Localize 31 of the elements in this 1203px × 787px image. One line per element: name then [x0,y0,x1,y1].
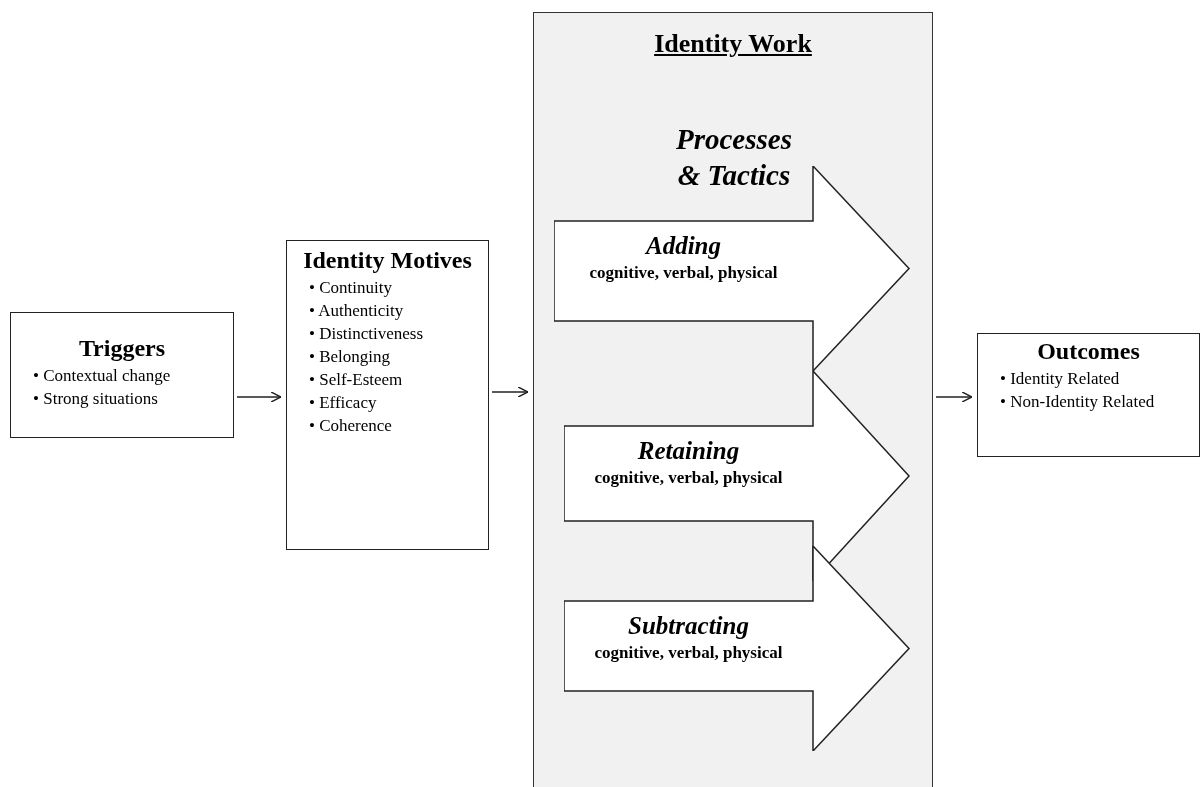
arrow [236,391,282,403]
bullet-item: • Contextual change [33,365,172,387]
process-box [286,240,489,550]
stage-panel [533,12,933,787]
arrow-subtext: cognitive, verbal, physical [588,262,779,284]
box-heading: Outcomes [1036,338,1141,365]
arrow [491,386,529,398]
chevron-box [554,166,911,371]
arrow-heading: Adding [643,231,722,261]
bullet-item: • Self-Esteem [309,369,404,391]
panel-subtitle: Processes & Tactics [675,122,793,193]
bullet-item: • Authenticity [309,300,405,322]
bullet-item: • Non-Identity Related [1000,391,1156,413]
process-box [10,312,234,438]
bullet-item: • Belonging [309,346,392,368]
arrow [935,391,973,403]
arrow-heading: Subtracting [627,611,750,641]
box-heading: Triggers [77,335,167,362]
bullet-item: • Coherence [309,415,393,437]
panel-title: Identity Work [653,29,813,59]
bullet-item: • Continuity [309,277,393,299]
arrow-heading: Retaining [636,436,741,466]
bullet-item: • Strong situations [33,388,159,410]
chevron-box [564,546,911,751]
bullet-item: • Identity Related [1000,368,1121,390]
bullet-item: • Distinctiveness [309,323,425,345]
box-heading: Identity Motives [302,247,473,274]
bullet-item: • Efficacy [309,392,378,414]
process-box [977,333,1200,457]
arrow-subtext: cognitive, verbal, physical [593,467,784,489]
arrow-subtext: cognitive, verbal, physical [593,642,784,664]
